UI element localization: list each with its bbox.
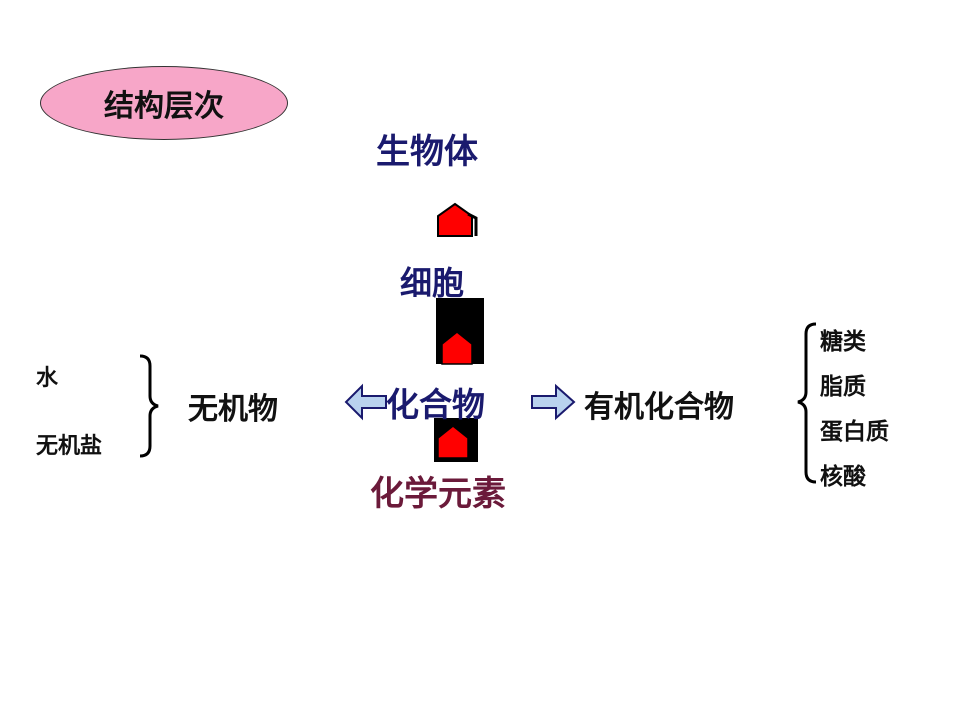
level-organism: 生物体 <box>376 132 478 172</box>
organic-item-sugars: 糖类 <box>820 329 866 355</box>
arrow-left-to-inorganic <box>344 383 387 421</box>
brace-inorganic <box>139 354 159 458</box>
level-element: 化学元素 <box>370 474 506 514</box>
organic-item-nucleic-acid: 核酸 <box>820 464 866 490</box>
title-badge: 结构层次 <box>40 66 288 140</box>
organic-label: 有机化合物 <box>584 390 734 425</box>
inorganic-item-salt: 无机盐 <box>36 434 103 459</box>
brace-organic <box>797 322 817 484</box>
inorganic-label: 无机物 <box>188 392 278 427</box>
arrow-up-cell-to-organism <box>437 202 478 237</box>
arrow-up-compound-to-cell <box>441 331 473 365</box>
arrow-right-to-organic <box>531 383 576 421</box>
title-badge-label: 结构层次 <box>104 89 224 124</box>
level-compound: 化合物 <box>386 385 485 424</box>
organic-item-protein: 蛋白质 <box>820 419 889 445</box>
level-cell: 细胞 <box>400 264 465 302</box>
organic-item-lipids: 脂质 <box>820 374 866 400</box>
inorganic-item-water: 水 <box>36 366 59 391</box>
arrow-up-element-to-compound <box>437 425 469 459</box>
